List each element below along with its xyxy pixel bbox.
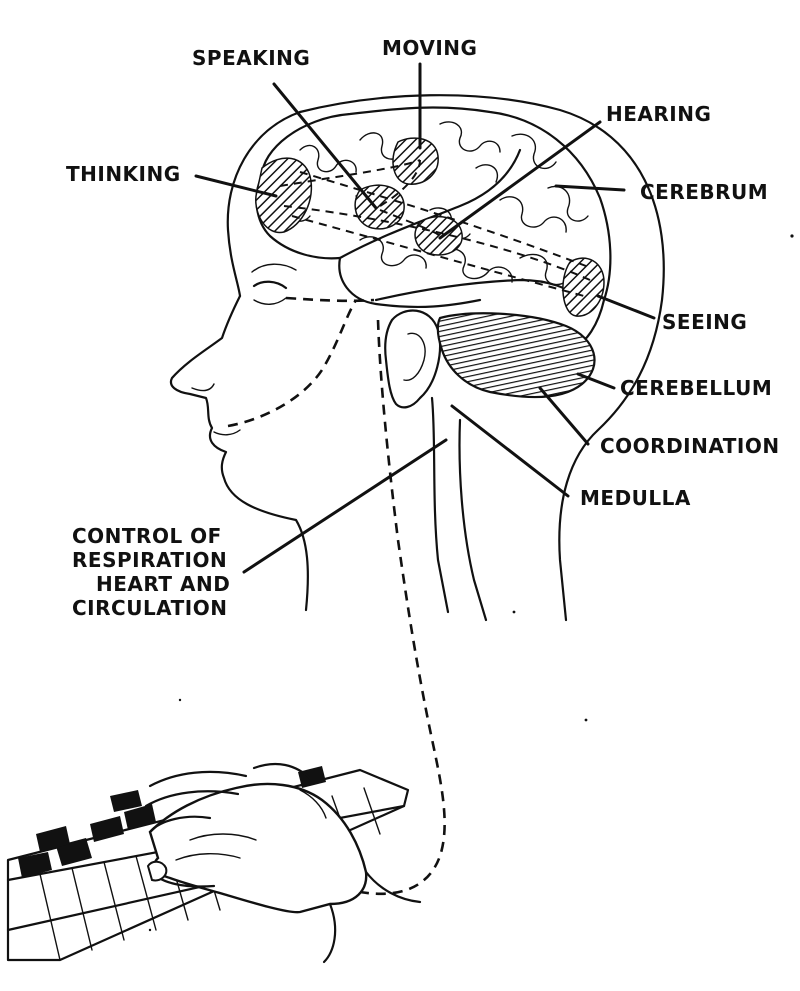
head-outline <box>169 94 665 622</box>
label-control-line-4: CIRCULATION <box>72 596 228 620</box>
label-control-line-3: HEART AND <box>96 572 231 596</box>
label-thinking: THINKING <box>66 162 181 186</box>
label-moving: MOVING <box>382 36 478 60</box>
label-cerebellum: CEREBELLUM <box>620 376 773 400</box>
leader-lines <box>194 62 656 574</box>
label-cerebrum: CEREBRUM <box>640 180 769 204</box>
label-coordination: COORDINATION <box>600 434 780 458</box>
label-control-of-respiration: CONTROL OF RESPIRATION HEART AND CIRCULA… <box>72 524 230 620</box>
label-speaking: SPEAKING <box>192 46 311 70</box>
hand <box>144 762 422 964</box>
label-control-line-1: CONTROL OF <box>72 524 222 548</box>
label-seeing: SEEING <box>662 310 748 334</box>
paper-specks <box>148 234 794 932</box>
label-control-line-2: RESPIRATION <box>72 548 228 572</box>
label-medulla: MEDULLA <box>580 486 691 510</box>
brain <box>255 106 612 399</box>
label-hearing: HEARING <box>606 102 712 126</box>
